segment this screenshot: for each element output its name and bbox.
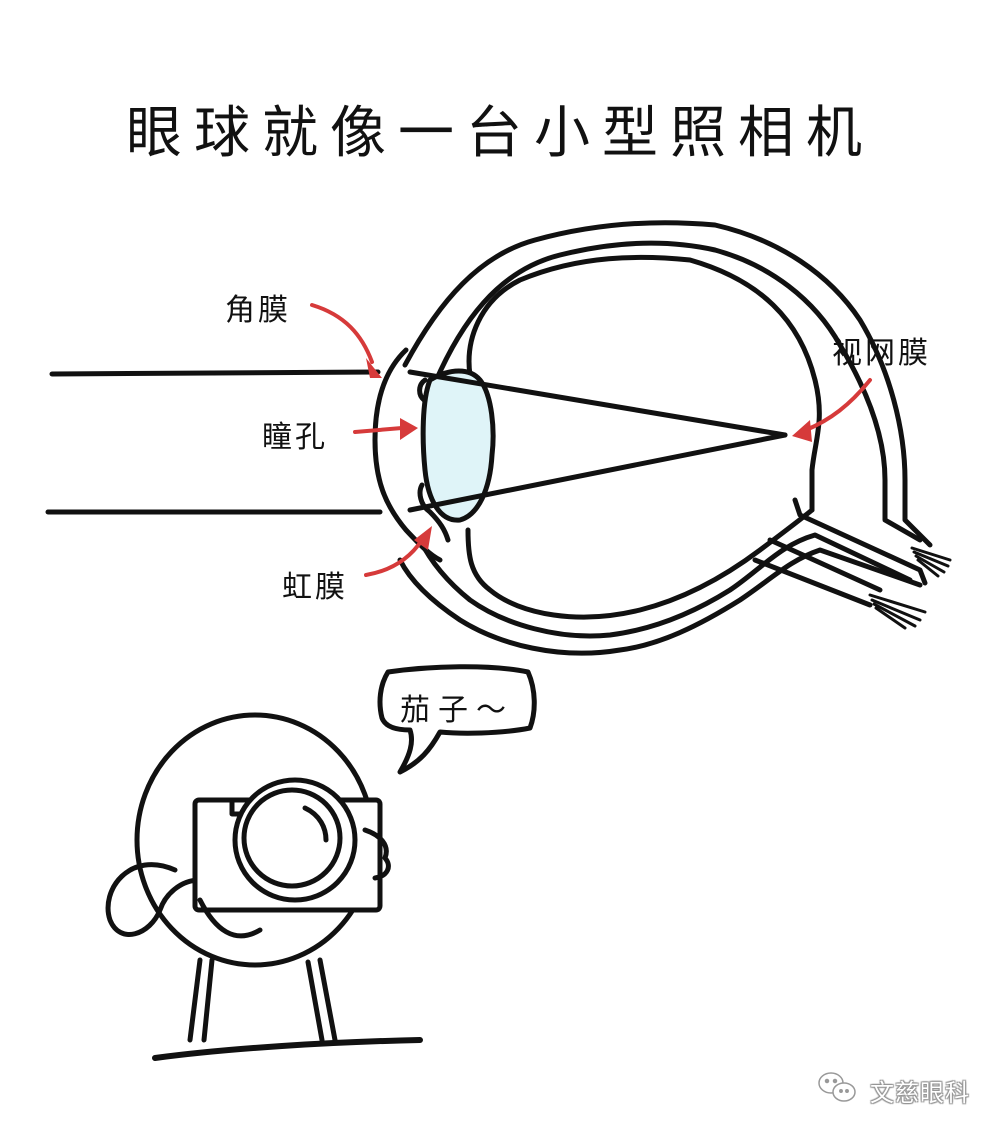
arm-left [200,900,260,936]
arrow-iris [366,540,422,575]
wechat-icon [819,1073,855,1101]
arrow-cornea [312,305,372,362]
optic-nerve-lower [755,560,870,605]
speech-bubble [380,667,534,772]
iris-bottom [420,485,448,540]
arrowhead-cornea [366,358,382,378]
cornea [375,350,440,560]
watermark: 文慈眼科 [818,1073,970,1108]
page-title: 眼球就像一台小型照相机 [126,101,874,166]
arrow-pupil [355,428,402,432]
speech-bubble-text: 茄子～ [400,693,514,728]
sclera-inner [430,243,920,540]
lens [423,371,493,520]
arrowhead-pupil [400,418,418,440]
sclera-outer [405,223,930,545]
label-iris: 虹膜 [282,570,348,605]
label-retina: 视网膜 [832,336,931,371]
legs-right [308,960,335,1040]
refracted-ray-bottom [410,435,785,510]
label-cornea: 角膜 [225,293,291,328]
watermark-text: 文慈眼科 [870,1079,970,1107]
lens-glint [305,808,326,840]
refracted-ray-top [410,372,785,435]
label-pupil: 瞳孔 [262,420,328,455]
optic-nerve-upper [795,500,925,583]
light-ray-top [52,372,378,374]
camera-character [108,715,420,1058]
retina-layer [469,257,819,510]
arrow-retina [806,380,870,430]
arrowhead-retina [792,420,812,442]
hand-right [365,830,388,878]
ground [155,1040,420,1058]
arrowhead-iris [414,526,432,550]
optic-tail [108,865,200,935]
legs-left [190,960,212,1040]
nerve-fibers [870,548,950,628]
iris-top [420,380,425,400]
